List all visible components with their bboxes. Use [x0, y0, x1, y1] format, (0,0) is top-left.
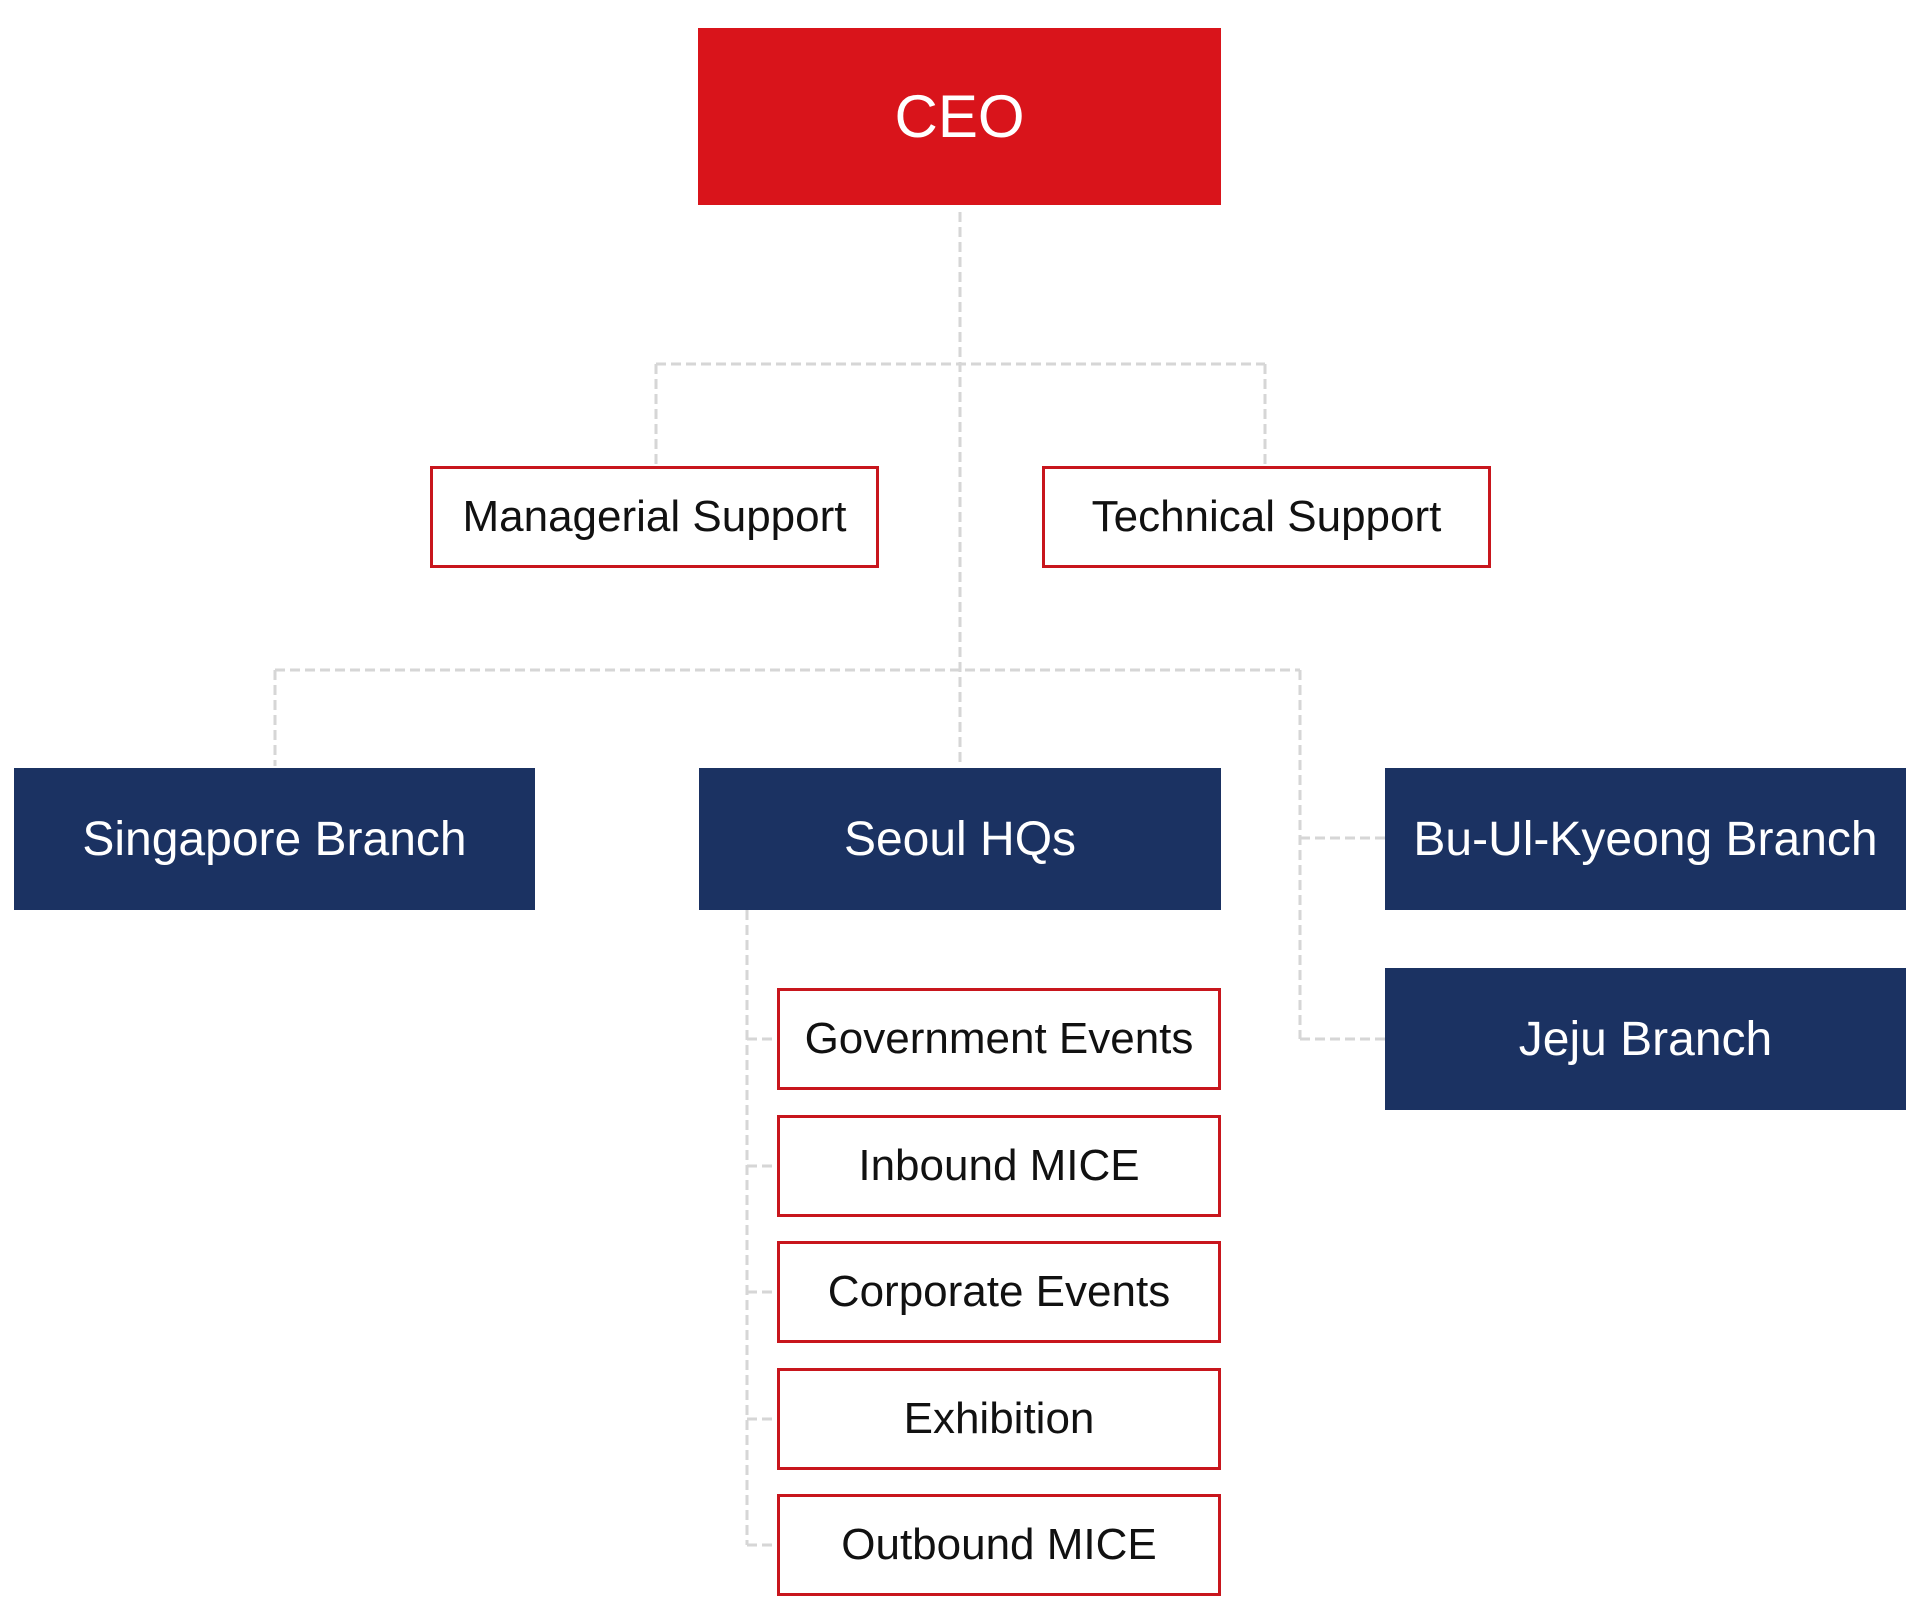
bu-ui-kyeong-branch-label: Bu-Ul-Kyeong Branch — [1413, 812, 1878, 866]
department-label: Government Events — [804, 1014, 1194, 1063]
technical-support-label: Technical Support — [1091, 492, 1442, 541]
seoul-hqs-box: Seoul HQs — [699, 768, 1221, 910]
technical-support-box: Technical Support — [1042, 466, 1491, 568]
managerial-support-box: Managerial Support — [430, 466, 879, 568]
ceo-label: CEO — [894, 83, 1025, 150]
bu-ui-kyeong-branch-box: Bu-Ul-Kyeong Branch — [1385, 768, 1906, 910]
seoul-department-box: Outbound MICE — [777, 1494, 1221, 1596]
seoul-department-box: Exhibition — [777, 1368, 1221, 1470]
singapore-branch-label: Singapore Branch — [82, 812, 467, 866]
department-label: Corporate Events — [827, 1267, 1171, 1316]
singapore-branch-box: Singapore Branch — [14, 768, 535, 910]
department-label: Inbound MICE — [858, 1141, 1140, 1190]
jeju-branch-box: Jeju Branch — [1385, 968, 1906, 1110]
ceo-box: CEO — [698, 28, 1221, 205]
jeju-branch-label: Jeju Branch — [1518, 1012, 1773, 1066]
seoul-department-box: Corporate Events — [777, 1241, 1221, 1343]
seoul-department-box: Inbound MICE — [777, 1115, 1221, 1217]
seoul-department-box: Government Events — [777, 988, 1221, 1090]
managerial-support-label: Managerial Support — [462, 492, 847, 541]
department-label: Exhibition — [903, 1394, 1095, 1443]
department-label: Outbound MICE — [841, 1520, 1157, 1569]
seoul-hqs-label: Seoul HQs — [843, 812, 1077, 866]
